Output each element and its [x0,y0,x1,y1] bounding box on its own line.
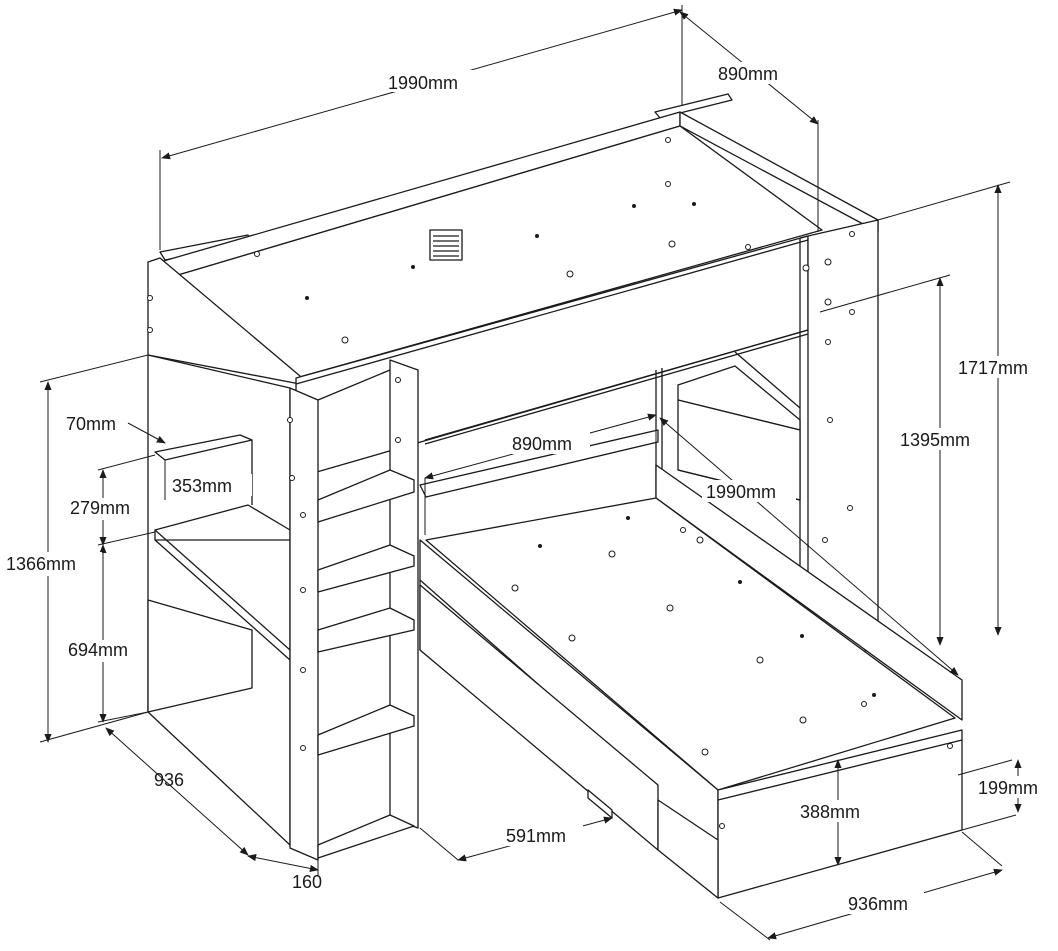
label-lower-rail-height: 199mm [978,778,1038,798]
label-lower-width: 890mm [512,434,572,454]
label-desk-edge: 70mm [66,414,116,434]
label-lower-base-width: 936mm [848,894,908,914]
dimension-labels: 1990mm 890mm 1717mm 1395mm 70mm 353mm 27… [2,62,1056,914]
ladder-step [317,704,415,756]
label-shelf-gap: 279mm [70,498,130,518]
ladder-right-side [389,359,419,829]
ladder-step [317,544,415,593]
upper-back-cap-right [654,93,733,119]
label-desk-height: 694mm [68,640,128,660]
label-ladder-depth: 160 [292,872,322,892]
ladder-step [317,469,415,523]
label-lower-side-height: 388mm [800,802,860,822]
ladder-left-side [289,387,319,861]
ladder [289,359,419,861]
label-desk-depth-bottom: 936 [154,770,184,790]
label-desk-depth: 353mm [172,476,232,496]
ladder-step [317,814,415,859]
label-upper-bed-height: 1395mm [900,430,970,450]
label-total-height: 1717mm [958,358,1028,378]
desk-back-lower [147,599,253,713]
label-drawer-gap: 591mm [506,826,566,846]
label-lower-length: 1990mm [706,482,776,502]
label-top-length: 1990mm [388,73,458,93]
label-desk-unit-height: 1366mm [6,554,76,574]
ladder-steps [317,469,415,859]
vent-grille [429,229,463,261]
lower-front-corner [657,799,719,899]
ladder-step [317,607,415,653]
label-top-width: 890mm [718,64,778,84]
lower-bed [419,429,963,899]
